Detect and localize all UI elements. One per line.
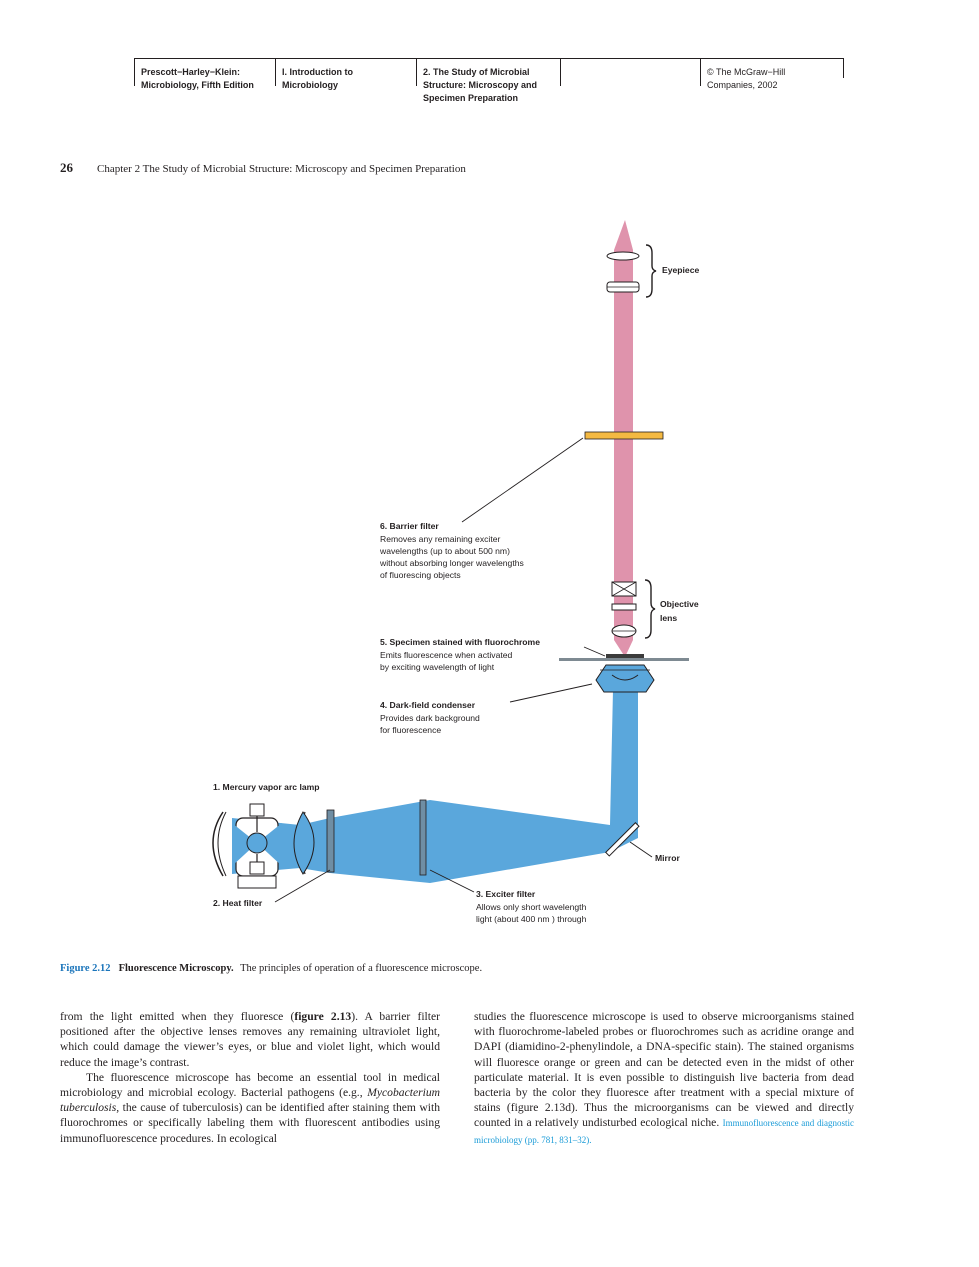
barrier-filter-title: 6. Barrier filter — [380, 521, 439, 531]
right-paragraph-1: studies the fluorescence microscope is u… — [474, 1009, 854, 1148]
exciter-filter-title: 3. Exciter filter — [476, 889, 536, 899]
objective-label-line2: lens — [660, 613, 677, 623]
barrier-filter-desc-4: of fluorescing objects — [380, 570, 461, 580]
left-p1-text-b: ). A barrier filter positioned after the… — [60, 1010, 440, 1069]
header-chapter: 2. The Study of Microbial Structure: Mic… — [416, 58, 537, 103]
figure-caption: Figure 2.12 Fluorescence Microscopy. The … — [60, 963, 482, 974]
header-book-title-line2: Microbiology, Fifth Edition — [141, 80, 254, 90]
barrier-leader-line — [461, 437, 584, 523]
objective-lens — [611, 581, 637, 638]
left-p2-text-a: The fluorescence microscope has become a… — [60, 1070, 440, 1100]
condenser-desc-1: Provides dark background — [380, 713, 480, 723]
barrier-filter-desc-1: Removes any remaining exciter — [380, 534, 501, 544]
fluorescence-microscope-diagram: Eyepiece Objective lens — [212, 220, 699, 924]
mirror-label: Mirror — [655, 853, 680, 863]
header-copyright-line2: Companies, 2002 — [707, 80, 778, 90]
mirror — [605, 822, 640, 857]
header-blank-cell — [560, 58, 707, 86]
lamp-title: 1. Mercury vapor arc lamp — [213, 782, 320, 792]
exciter-filter-desc-2: light (about 400 nm ) through — [476, 914, 587, 924]
condenser-leader-line — [509, 683, 593, 703]
header-book-title-line1: Prescott−Harley−Klein: — [141, 67, 241, 77]
objective-label-line1: Objective — [660, 599, 699, 609]
right-p1-text: studies the fluorescence microscope is u… — [474, 1010, 854, 1130]
left-p1-text-a: from the light emitted when they fluores… — [60, 1010, 295, 1023]
running-head-text: Chapter 2 The Study of Microbial Structu… — [97, 163, 466, 175]
collector-lens — [293, 811, 315, 875]
dark-field-condenser — [595, 664, 655, 693]
eyepiece-lens — [606, 251, 640, 293]
running-head: 26 Chapter 2 The Study of Microbial Struc… — [60, 160, 466, 176]
left-p2-text-b: the cause of tuberculosis) can be identi… — [60, 1101, 440, 1145]
mercury-arc-lamp — [212, 803, 282, 889]
exciter-filter — [419, 799, 427, 876]
specimen-leader-line — [583, 646, 606, 657]
heat-filter-title: 2. Heat filter — [213, 898, 263, 908]
header-right-rule — [843, 58, 844, 78]
barrier-filter-desc-2: wavelengths (up to about 500 nm) — [379, 546, 510, 556]
header-part-line1: I. Introduction to — [282, 67, 353, 77]
figure-caption-text: The principles of operation of a fluores… — [240, 963, 483, 974]
header-book-title: Prescott−Harley−Klein: Microbiology, Fif… — [134, 58, 254, 90]
book-header: Prescott−Harley−Klein: Microbiology, Fif… — [134, 58, 844, 138]
species-name: Mycobacterium tuberculosis, — [60, 1086, 440, 1115]
header-chapter-line2: Structure: Microscopy and — [423, 80, 538, 90]
header-chapter-line1: 2. The Study of Microbial — [423, 67, 530, 77]
page-number: 26 — [60, 160, 73, 175]
objective-brace — [644, 579, 656, 639]
header-part: I. Introduction to Microbiology — [275, 58, 353, 90]
specimen-desc-1: Emits fluorescence when activated — [380, 650, 513, 660]
barrier-filter — [584, 431, 664, 440]
barrier-filter-desc-3: without absorbing longer wavelengths — [379, 558, 524, 568]
figure-2-13-reference[interactable]: figure 2.13 — [294, 1010, 352, 1023]
cross-reference-link[interactable]: Immunofluorescence and diagnostic microb… — [474, 1118, 854, 1145]
figure-title: Fluorescence Microscopy. — [118, 963, 234, 974]
left-paragraph-1: from the light emitted when they fluores… — [60, 1009, 440, 1070]
header-copyright-line1: © The McGraw−Hill — [707, 67, 786, 77]
header-copyright: © The McGraw−Hill Companies, 2002 — [700, 58, 786, 90]
eyepiece-label: Eyepiece — [662, 265, 699, 275]
header-part-line2: Microbiology — [282, 80, 338, 90]
exciter-filter-desc-1: Allows only short wavelength — [476, 902, 587, 912]
condenser-title: 4. Dark-field condenser — [380, 700, 476, 710]
heat-filter — [326, 809, 335, 873]
specimen-slide — [559, 658, 689, 661]
specimen — [606, 654, 644, 658]
header-rule — [134, 58, 844, 59]
specimen-desc-2: by exciting wavelength of light — [380, 662, 495, 672]
header-chapter-line3: Specimen Preparation — [423, 93, 519, 103]
exciting-light-beam — [430, 690, 638, 883]
exciter-leader-line — [429, 869, 475, 893]
mirror-leader-line — [629, 841, 653, 858]
condenser-desc-2: for fluorescence — [380, 725, 441, 735]
eyepiece-brace — [645, 244, 657, 298]
figure-number: Figure 2.12 — [60, 963, 111, 974]
specimen-title: 5. Specimen stained with fluorochrome — [380, 637, 540, 647]
body-column-left: from the light emitted when they fluores… — [60, 1009, 440, 1146]
body-column-right: studies the fluorescence microscope is u… — [474, 1009, 854, 1148]
heat-leader-line — [274, 869, 331, 903]
left-paragraph-2: The fluorescence microscope has become a… — [60, 1070, 440, 1146]
